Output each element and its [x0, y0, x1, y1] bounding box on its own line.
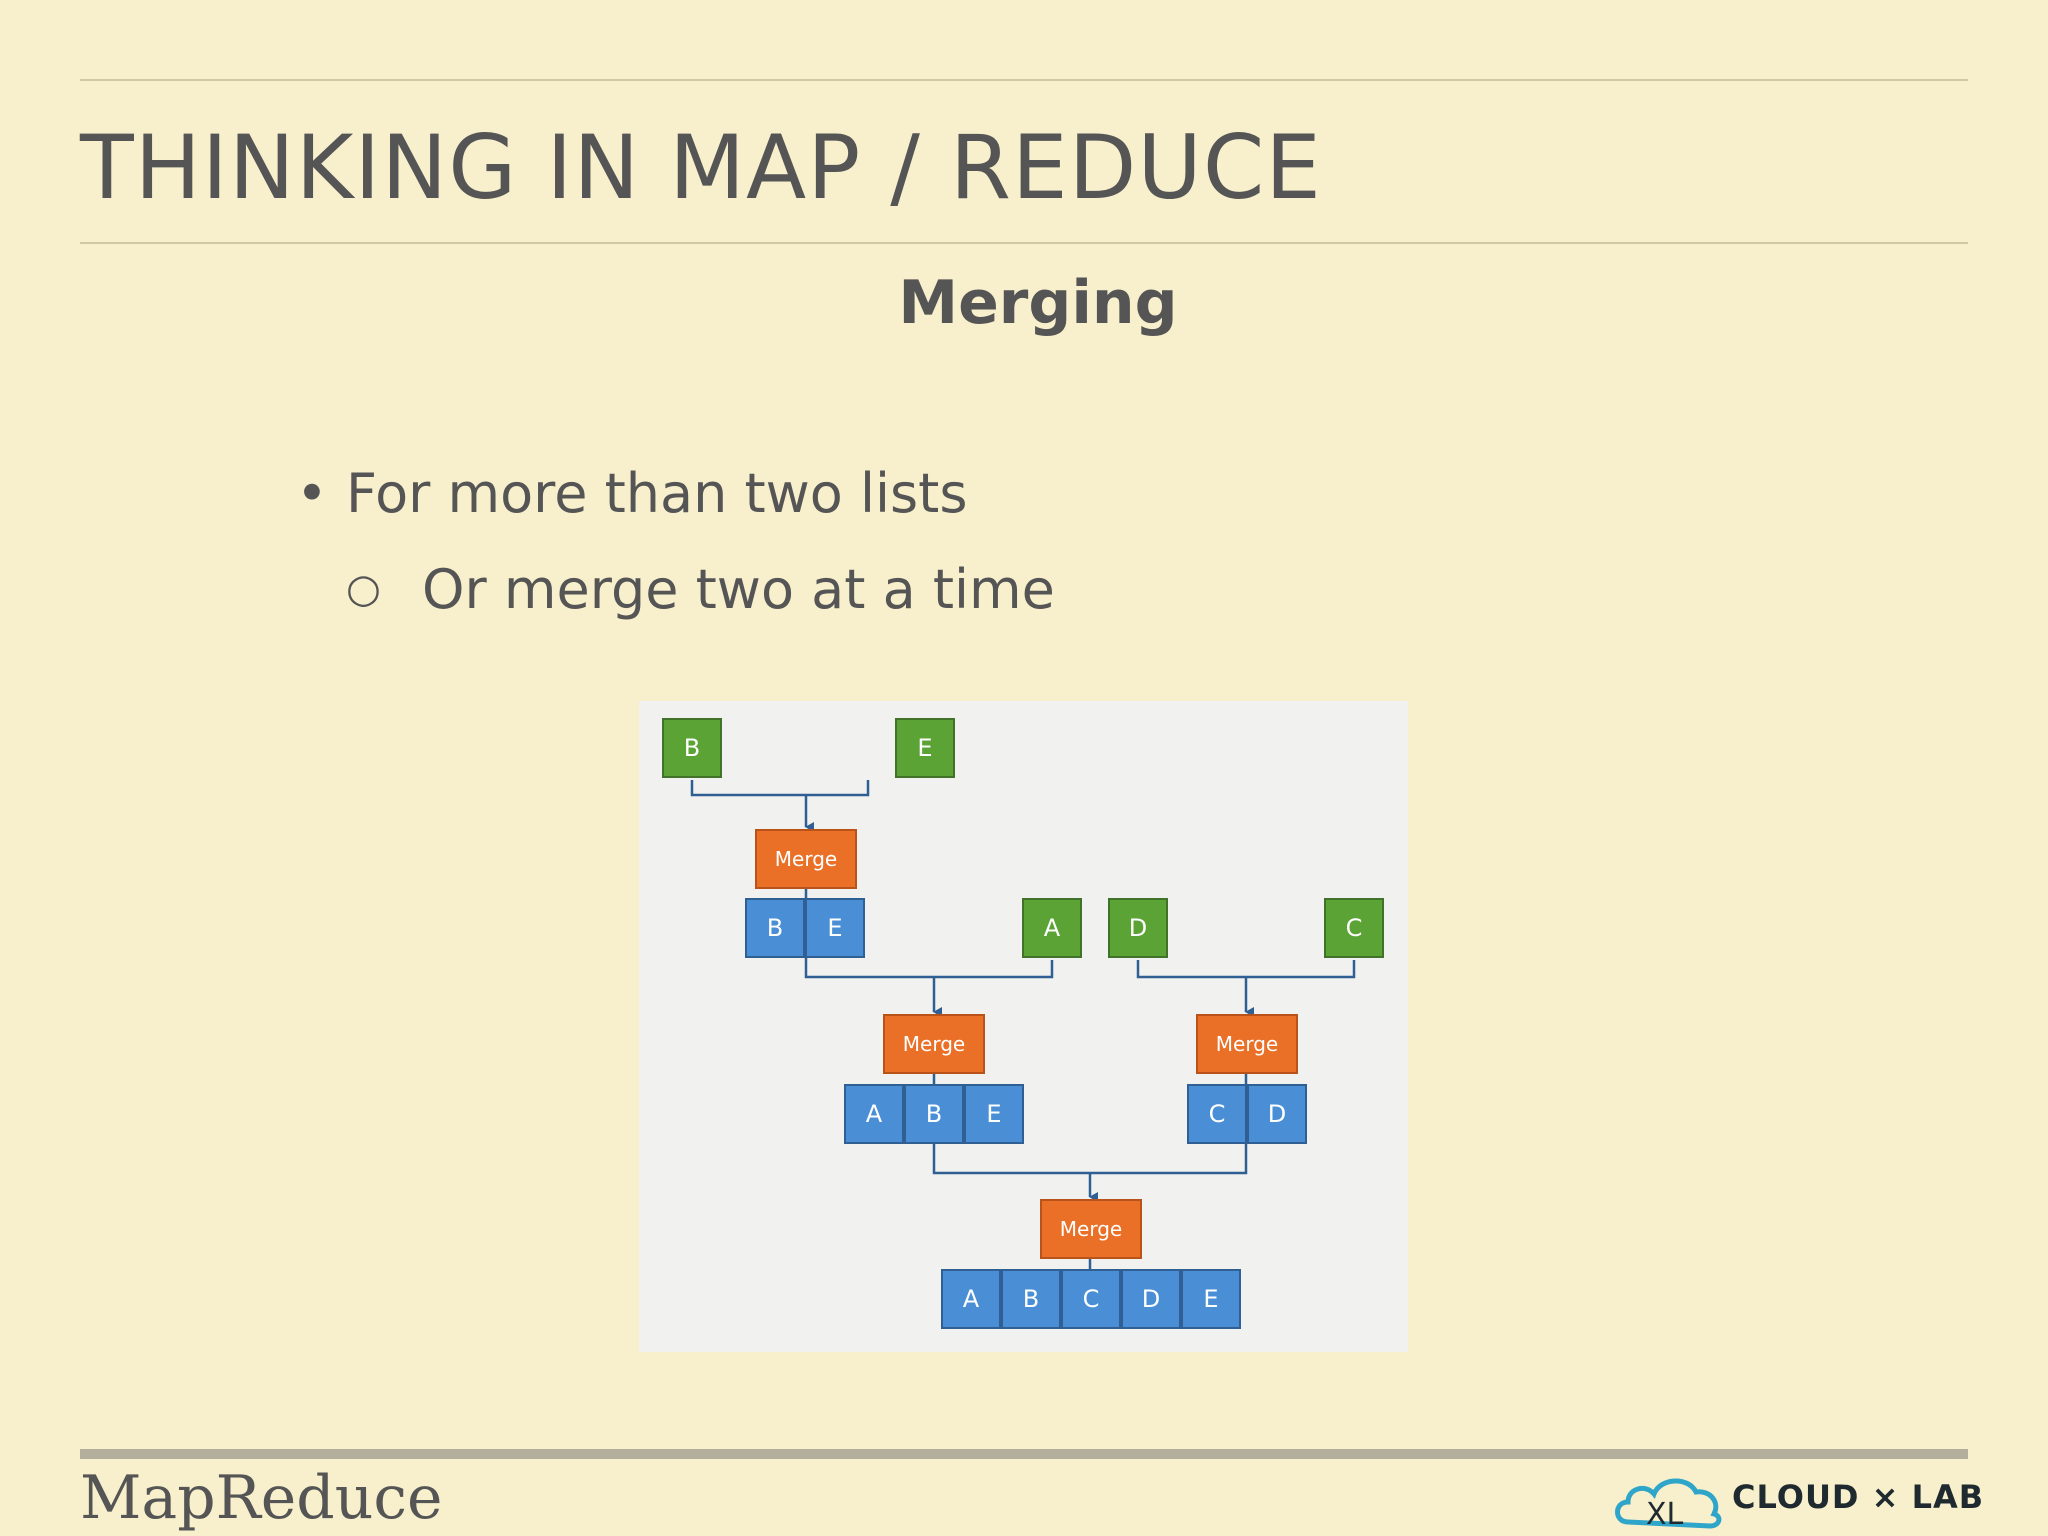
merged-cell: E [964, 1084, 1024, 1144]
connector-line [804, 960, 1054, 979]
logo-text: CLOUD × LAB [1732, 1478, 1985, 1516]
sub-bullet-text: Or merge two at a time [422, 558, 1055, 621]
merge-node: Merge [755, 829, 857, 889]
bullet-text: For more than two lists [346, 462, 968, 525]
merged-cell: D [1247, 1084, 1307, 1144]
merge-node: Merge [1196, 1014, 1298, 1074]
merged-cell: E [805, 898, 865, 958]
input-list-b: B [662, 718, 722, 778]
merge-node: Merge [883, 1014, 985, 1074]
final-cell: D [1121, 1269, 1181, 1329]
final-cell: A [941, 1269, 1001, 1329]
merged-cell: B [745, 898, 805, 958]
slide-subtitle: Merging [898, 268, 1178, 338]
cloud-icon: XL [1615, 1478, 1722, 1532]
final-cell: E [1181, 1269, 1241, 1329]
footer-rule [80, 1449, 1968, 1459]
top-rule [80, 79, 1968, 81]
footer-section-title: MapReduce [80, 1463, 443, 1533]
input-list-a: A [1022, 898, 1082, 958]
input-list-e: E [895, 718, 955, 778]
final-cell: C [1061, 1269, 1121, 1329]
input-list-d: D [1108, 898, 1168, 958]
final-cell: B [1001, 1269, 1061, 1329]
input-list-c: C [1324, 898, 1384, 958]
slide-title: THINKING IN MAP / REDUCE [80, 116, 1322, 219]
merged-cell: A [844, 1084, 904, 1144]
merge-node: Merge [1040, 1199, 1142, 1259]
logo-mark: XL [1646, 1497, 1684, 1532]
connector-line [1136, 960, 1356, 979]
merge-diagram: B E Merge B E A D C Merge A B E Merge C … [639, 701, 1408, 1352]
bullet-item: • For more than two lists [296, 462, 967, 526]
merged-cell: C [1187, 1084, 1247, 1144]
merged-cell: B [904, 1084, 964, 1144]
sub-bullet-marker: ○ [346, 566, 381, 612]
bullet-marker: • [296, 462, 328, 525]
title-rule [80, 242, 1968, 244]
cloudxlab-logo: XL CLOUD × LAB [1610, 1468, 1983, 1532]
sub-bullet-item: ○ Or merge two at a time [346, 557, 1055, 622]
connector-line [932, 1146, 1248, 1175]
connector-line [690, 780, 870, 797]
